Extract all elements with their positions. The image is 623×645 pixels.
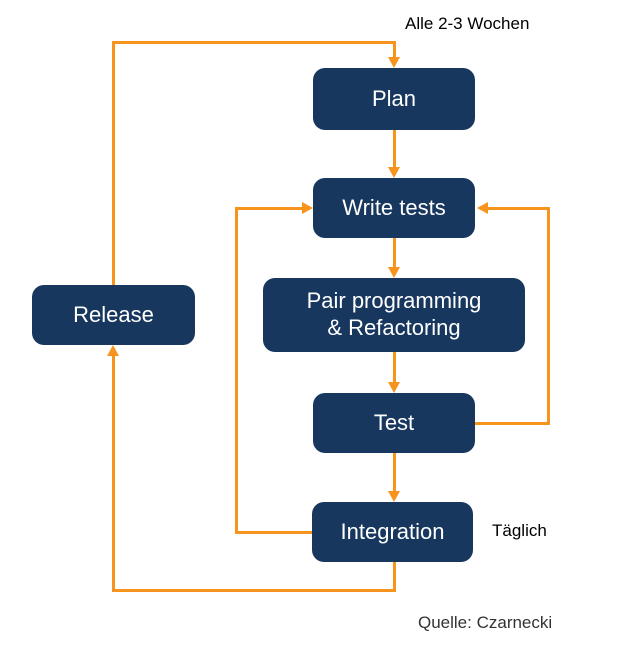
arrowhead-into-write-tests-right [477, 202, 488, 214]
connector-pair-to-test [393, 352, 396, 383]
node-test: Test [313, 393, 475, 453]
connector-integration-down [393, 562, 396, 592]
node-integration: Integration [312, 502, 473, 562]
connector-release-to-plan-top [112, 41, 396, 44]
arrowhead-into-test [388, 382, 400, 393]
arrowhead-into-plan [388, 57, 400, 68]
arrowhead-into-pair [388, 267, 400, 278]
connector-integration-to-release-bottom [112, 589, 396, 592]
connector-test-to-integration [393, 453, 396, 492]
connector-integration-to-write-tests-vertical [235, 207, 238, 534]
connector-into-write-tests-right [488, 207, 550, 210]
arrowhead-into-integration [388, 491, 400, 502]
arrowhead-into-write-tests-top [388, 167, 400, 178]
arrowhead-into-release [107, 345, 119, 356]
node-pair-programming-refactoring: Pair programming & Refactoring [263, 278, 525, 352]
node-plan: Plan [313, 68, 475, 130]
connector-plan-to-write-tests [393, 130, 396, 168]
arrowhead-into-write-tests-left [302, 202, 313, 214]
connector-into-plan [393, 41, 396, 58]
node-write-tests: Write tests [313, 178, 475, 238]
connector-integration-left-out [235, 531, 312, 534]
connector-integration-to-release-left [112, 356, 115, 592]
node-release: Release [32, 285, 195, 345]
label-cycle-duration: Alle 2-3 Wochen [405, 14, 530, 33]
label-daily: Täglich [492, 521, 547, 540]
connector-test-to-write-tests-vertical [547, 207, 550, 425]
connector-release-to-plan-left [112, 41, 115, 285]
connector-test-right-out [475, 422, 550, 425]
connector-write-tests-to-pair [393, 238, 396, 268]
connector-into-write-tests-left [235, 207, 302, 210]
label-source: Quelle: Czarnecki [418, 613, 553, 632]
